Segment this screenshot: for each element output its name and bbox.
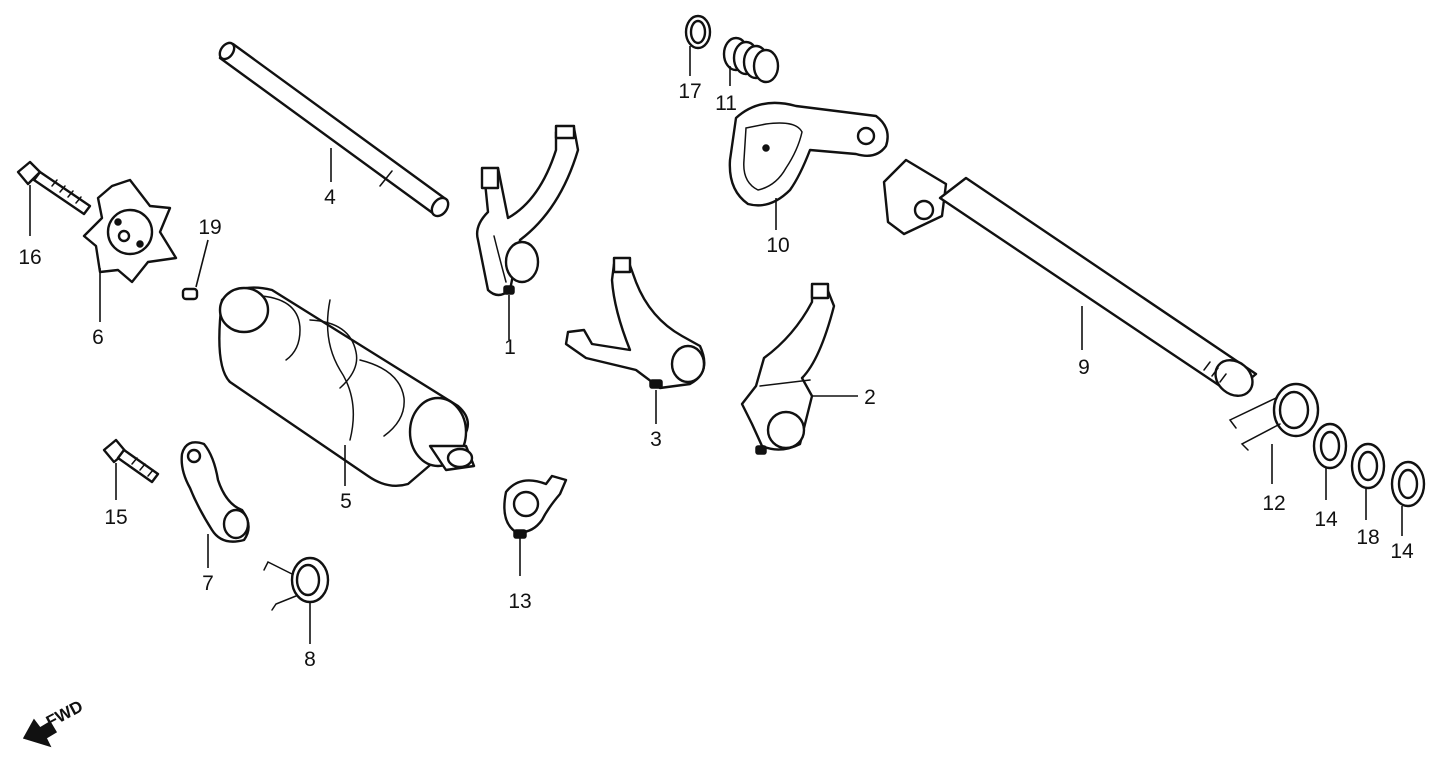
washer-14a [1312, 422, 1348, 470]
callout-1: 1 [504, 336, 516, 359]
seal-18 [1350, 442, 1386, 490]
fwd-label: FWD [43, 697, 86, 732]
callout-14b: 14 [1390, 540, 1414, 563]
dowel-pin [181, 287, 199, 301]
callout-19: 19 [198, 216, 221, 239]
forward-arrow-icon [22, 718, 58, 748]
bolt-16 [16, 160, 92, 216]
shift-fork-2 [740, 282, 836, 455]
washer-17 [684, 14, 712, 50]
shift-drum [218, 286, 476, 487]
callout-15: 15 [104, 506, 127, 529]
callout-17: 17 [678, 80, 701, 103]
stopper-arm [180, 441, 250, 543]
callout-2: 2 [864, 386, 876, 409]
bolt-15 [102, 438, 160, 484]
callout-16: 16 [18, 246, 41, 269]
drum-stopper-plate [82, 178, 178, 284]
callout-9: 9 [1078, 356, 1090, 379]
shift-plate [728, 101, 889, 207]
callout-5: 5 [340, 490, 352, 513]
callout-8: 8 [304, 648, 316, 671]
shift-fork-shaft [218, 41, 450, 218]
shift-fork-1 [475, 124, 580, 297]
callout-14a: 14 [1314, 508, 1338, 531]
callout-7: 7 [202, 572, 214, 595]
spring-11 [722, 36, 780, 84]
callout-12: 12 [1262, 492, 1285, 515]
return-spring [1228, 382, 1320, 451]
callout-3: 3 [650, 428, 662, 451]
callout-4: 4 [324, 186, 336, 209]
callout-18: 18 [1356, 526, 1379, 549]
gearshift-spindle [882, 158, 1258, 397]
callout-13: 13 [508, 590, 531, 613]
callout-10: 10 [766, 234, 789, 257]
washer-14b [1390, 460, 1426, 508]
callout-11: 11 [715, 92, 737, 115]
spring-8 [263, 556, 330, 611]
shift-fork-3 [564, 256, 706, 390]
callout-6: 6 [92, 326, 104, 349]
guide-plate [503, 474, 568, 539]
